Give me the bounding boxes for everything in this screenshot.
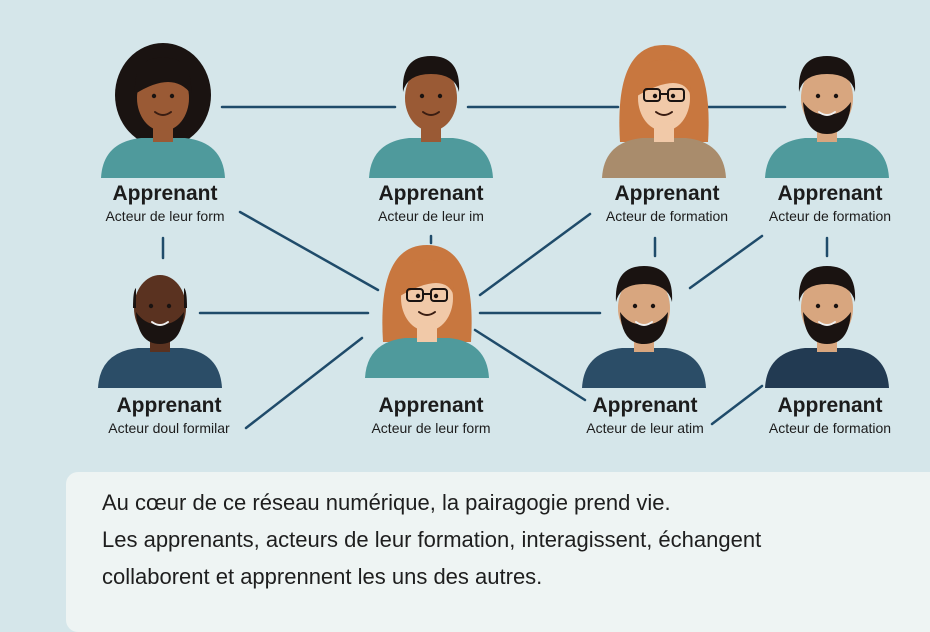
node-subtitle: Acteur de leur form [371, 420, 491, 436]
avatars [98, 43, 889, 388]
node-title: Apprenant [777, 182, 883, 205]
avatar [602, 45, 726, 178]
node-title: Apprenant [378, 182, 484, 205]
node-learner-3: Apprenant Acteur de formation [582, 182, 752, 225]
node-title: Apprenant [116, 394, 222, 417]
avatar [765, 56, 889, 178]
avatar [365, 245, 489, 378]
caption-line-2: Les apprenants, acteurs de leur formatio… [102, 527, 762, 552]
connector-line [688, 234, 764, 290]
node-title: Apprenant [592, 394, 698, 417]
connectors [161, 105, 829, 430]
connector-line [473, 328, 587, 402]
connector-line [710, 384, 764, 426]
node-learner-2: Apprenant Acteur de leur im [346, 182, 516, 225]
avatar [101, 43, 225, 178]
caption-panel: Au cœur de ce réseau numérique, la paira… [66, 472, 930, 632]
node-title: Apprenant [378, 394, 484, 417]
node-subtitle: Acteur de formation [768, 420, 892, 436]
connector-line [244, 336, 364, 430]
avatar [765, 266, 889, 388]
node-subtitle: Acteur de formation [605, 208, 729, 224]
node-learner-4: Apprenant Acteur de formation [745, 182, 915, 225]
caption-line-3: collaborent et apprennent les uns des au… [102, 564, 543, 589]
caption-line-1: Au cœur de ce réseau numérique, la paira… [102, 490, 671, 515]
node-title: Apprenant [112, 182, 218, 205]
node-subtitle: Acteur de leur form [105, 208, 225, 224]
connector-line [238, 210, 380, 292]
avatar [369, 56, 493, 178]
node-learner-7: Apprenant Acteur de leur atim [560, 394, 730, 437]
node-subtitle: Acteur de leur im [378, 208, 484, 224]
connector-line [478, 212, 592, 297]
node-title: Apprenant [777, 394, 883, 417]
node-subtitle: Acteur de leur atim [586, 420, 704, 436]
node-subtitle: Acteur doul formilar [108, 420, 230, 436]
network-diagram [98, 43, 889, 430]
node-learner-8: Apprenant Acteur de formation [745, 394, 915, 437]
node-learner-5: Apprenant Acteur doul formilar [84, 394, 254, 437]
avatar [98, 275, 222, 388]
node-title: Apprenant [614, 182, 720, 205]
node-subtitle: Acteur de formation [768, 208, 892, 224]
node-learner-1: Apprenant Acteur de leur form [80, 182, 250, 225]
avatar [582, 266, 706, 388]
node-learner-6: Apprenant Acteur de leur form [346, 394, 516, 437]
